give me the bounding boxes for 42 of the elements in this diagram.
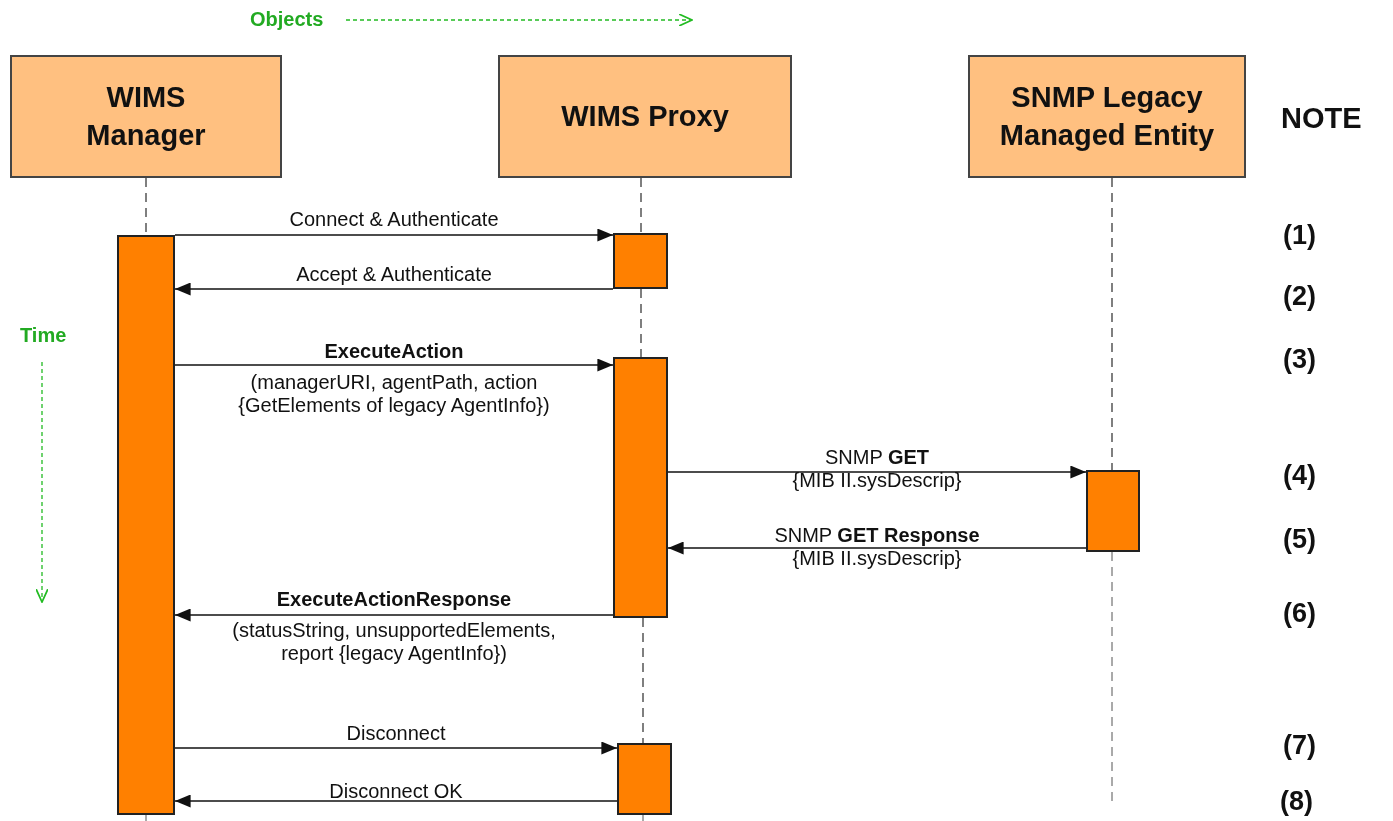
step-number: (4) [1283, 460, 1316, 491]
axis-label: Time [20, 324, 67, 347]
step-number: (5) [1283, 524, 1316, 555]
message-arrow [174, 608, 614, 622]
step-number: (8) [1280, 786, 1313, 817]
edge-label: Connect & Authenticate [288, 208, 500, 231]
column-heading: NOTE [1281, 102, 1362, 135]
activation-bar [613, 357, 668, 618]
step-number: (6) [1283, 598, 1316, 629]
participant-name: WIMS Manager [85, 79, 207, 153]
step-number: (7) [1283, 730, 1316, 761]
edge-label: ExecuteAction (managerURI, agentPath, action {GetElements of legacy AgentInfo}) [237, 340, 551, 417]
lifeline [640, 177, 642, 234]
participant-name: WIMS Proxy [560, 98, 730, 134]
message-arrow [667, 541, 1087, 555]
activation-bar [613, 233, 668, 289]
step-number: (3) [1283, 344, 1316, 375]
edge-label: Disconnect OK [328, 780, 464, 803]
participant-name: SNMP Legacy Managed Entity [998, 79, 1216, 153]
message-arrow [667, 465, 1087, 479]
message-arrow [174, 741, 618, 755]
edge-label: SNMP GET {MIB II.sysDescrip} [791, 446, 963, 492]
message-arrow [174, 228, 614, 242]
lifeline-header-box [968, 55, 1246, 178]
activation-bar [1086, 470, 1140, 552]
step-number: (2) [1283, 281, 1316, 312]
activation-bar [117, 235, 175, 815]
edge-label: Disconnect [345, 722, 447, 745]
message-arrow [174, 794, 618, 808]
edge-label: SNMP GET Response {MIB II.sysDescrip} [773, 524, 981, 570]
lifeline [642, 617, 644, 744]
activation-bar [617, 743, 672, 815]
message-arrow [174, 282, 614, 296]
message-arrow [174, 358, 614, 372]
edge-label: ExecuteActionResponse (statusString, unsupportedElements, report {legacy AgentInfo}) [231, 588, 557, 665]
lifeline-header-box [498, 55, 792, 178]
lifeline [640, 288, 642, 358]
lifeline [1111, 177, 1113, 471]
axis-label: Objects [250, 8, 324, 31]
lifeline-header-box [10, 55, 282, 178]
edge-label: Accept & Authenticate [295, 263, 493, 286]
step-number: (1) [1283, 220, 1316, 251]
